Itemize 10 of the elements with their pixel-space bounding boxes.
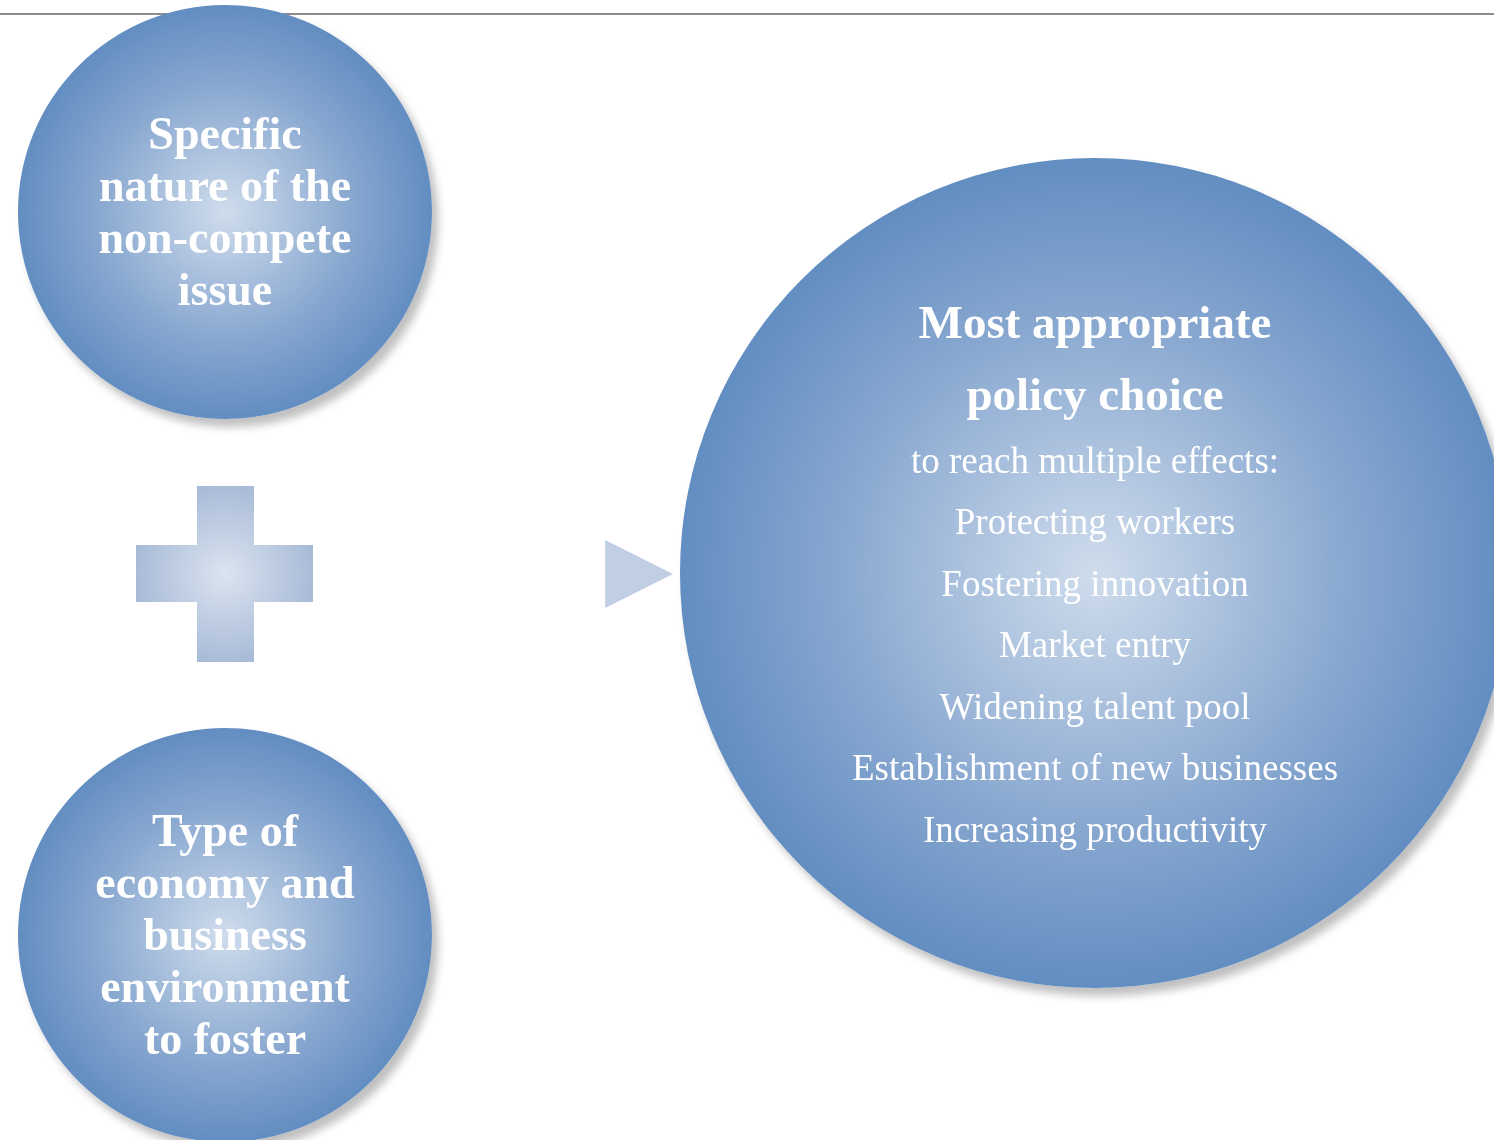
circle-text: Fostering innovation [941,561,1249,606]
circle-text: Widening talent pool [939,684,1251,729]
circle-heading: Specific nature of the non-compete issue [97,108,353,316]
circle-text: to reach multiple effects: [910,438,1280,483]
circle-text: Establishment of new businesses [851,746,1339,791]
circle-text: Protecting workers [954,500,1236,545]
circle-text: Market entry [998,623,1192,668]
circle-text: Increasing productivity [922,807,1268,852]
circle-heading: Most appropriate policy choice [917,294,1273,422]
circle-heading: Type of economy and business environment to foster [94,805,356,1065]
